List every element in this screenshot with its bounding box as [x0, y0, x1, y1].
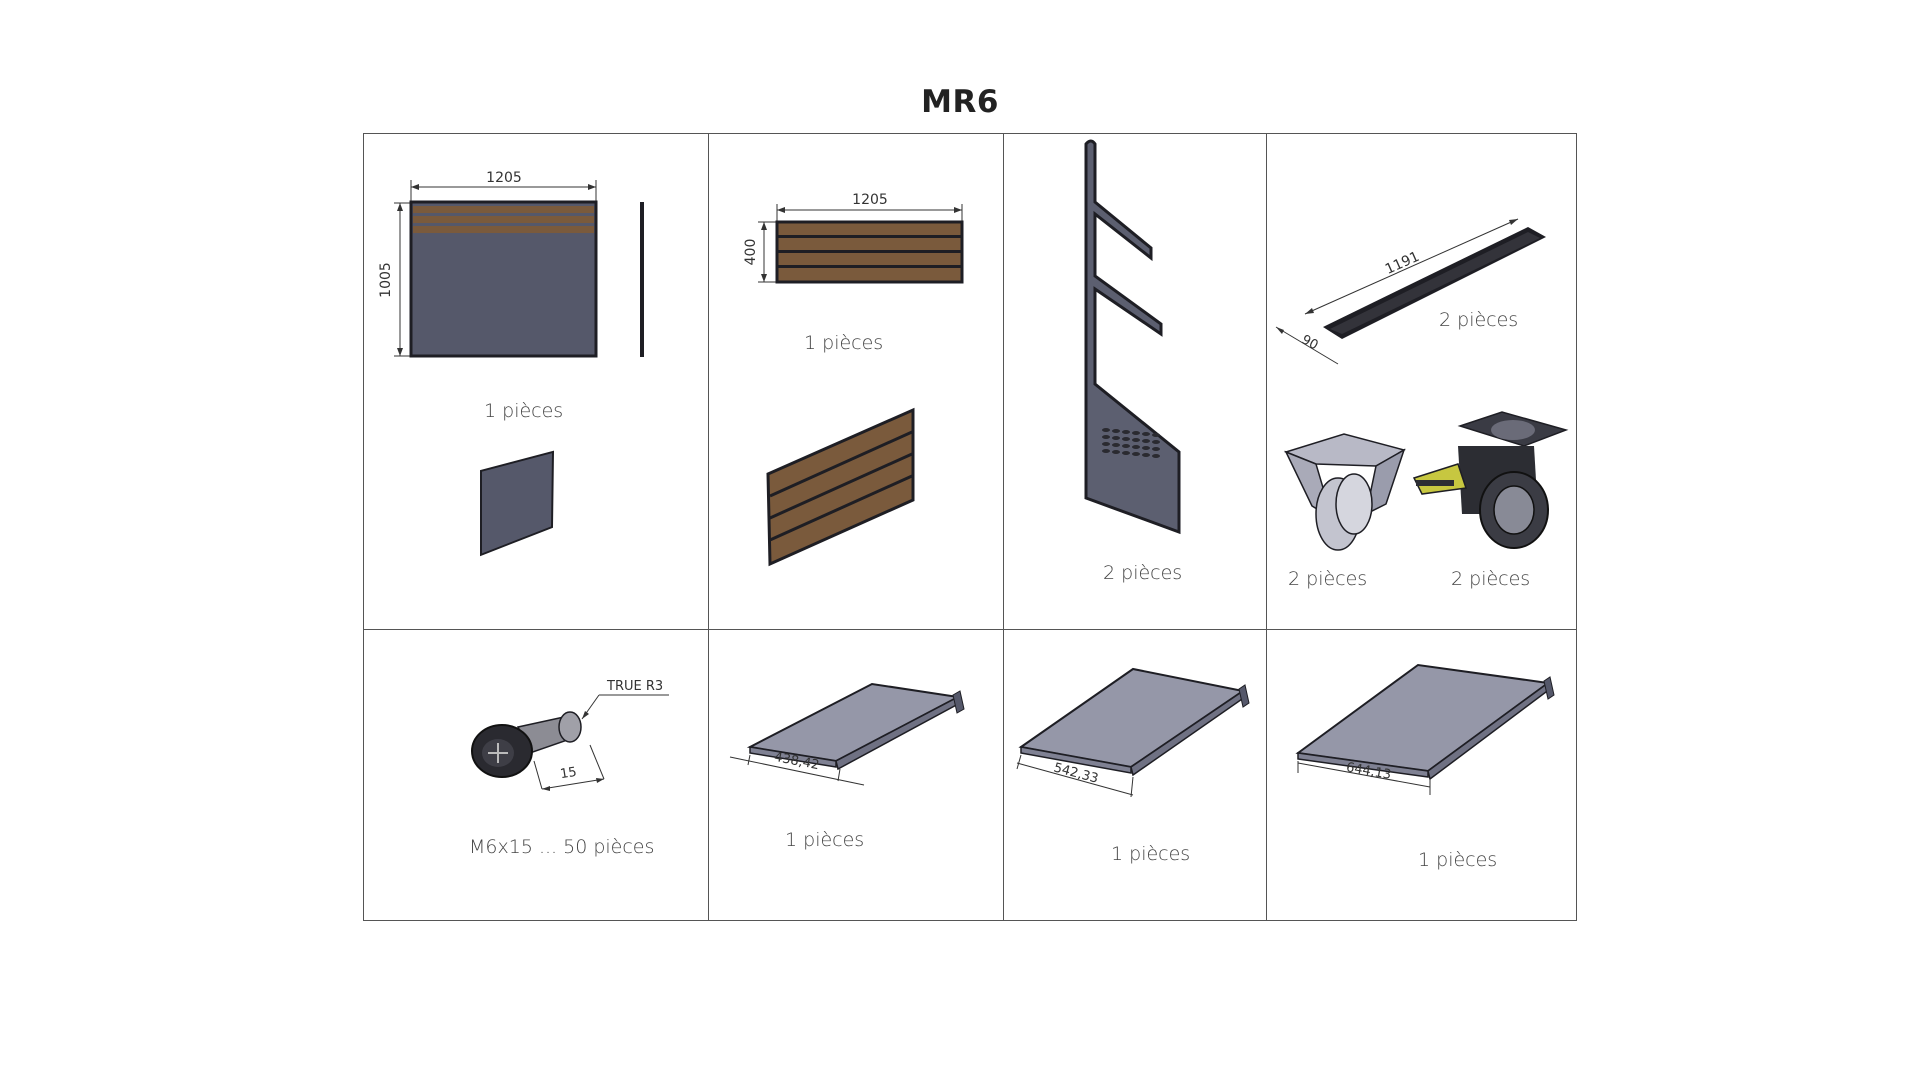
- grid-divider: [1266, 134, 1267, 920]
- qty-label: 1 pièces: [804, 332, 884, 354]
- dim-length-label: 15: [559, 765, 578, 782]
- dim-width-label: 1205: [486, 170, 522, 186]
- callout-label: TRUE R3: [606, 679, 663, 694]
- side-frame-drawing: [1084, 139, 1181, 535]
- qty-label: 2 pièces: [1451, 568, 1531, 590]
- grid-divider: [1003, 134, 1004, 920]
- qty-label: 1 pièces: [484, 400, 564, 422]
- dim-rail-width-label: 90: [1299, 332, 1321, 353]
- dim-height-label: 400: [743, 239, 759, 266]
- qty-label: M6x15 ... 50 pièces: [469, 836, 655, 858]
- page-title: MR6: [921, 84, 999, 120]
- qty-label: 2 pièces: [1439, 309, 1519, 331]
- qty-label: 1 pièces: [1418, 849, 1498, 871]
- qty-label: 2 pièces: [1288, 568, 1368, 590]
- qty-label: 1 pièces: [1111, 843, 1191, 865]
- cell-screw: TRUE R3 15 M6x15 ... 50 pièces: [364, 629, 708, 922]
- slat-panel-drawing: 1205 400: [743, 192, 964, 567]
- grid-divider: [708, 134, 709, 920]
- cell-shelf-small: 438,42 1 pièces: [708, 629, 1003, 922]
- dim-width-label: 1205: [852, 192, 888, 208]
- cell-side-frame: 2 pièces: [1003, 134, 1266, 629]
- grid-divider: [364, 629, 1576, 630]
- dim-height-label: 1005: [378, 262, 394, 298]
- cell-shelf-medium: 542,33 1 pièces: [1003, 629, 1266, 922]
- cell-rail-and-casters: 1191 90 2 pièces 2 pièces 2 pièces: [1266, 134, 1578, 629]
- shelf-large-drawing: 644,13: [1295, 663, 1555, 795]
- cell-slat-panel: 1205 400 1 pièces: [708, 134, 1003, 629]
- qty-label: 2 pièces: [1103, 562, 1183, 584]
- screw-drawing: TRUE R3 15: [471, 679, 669, 791]
- back-panel-drawing: 1205 1005: [378, 170, 644, 557]
- fixed-caster-icon: [1283, 433, 1406, 551]
- swivel-caster-icon: [1412, 411, 1569, 549]
- rail-drawing: 1191 90: [1275, 218, 1546, 365]
- cell-back-panel: 1205 1005 1 pièces: [364, 134, 708, 629]
- parts-table: 1205 1005 1 pièces 1205: [363, 133, 1577, 921]
- qty-label: 1 pièces: [785, 829, 865, 851]
- cell-shelf-large: 644,13 1 pièces: [1266, 629, 1578, 922]
- shelf-medium-drawing: 542,33: [1016, 667, 1250, 798]
- shelf-small-drawing: 438,42: [729, 682, 965, 786]
